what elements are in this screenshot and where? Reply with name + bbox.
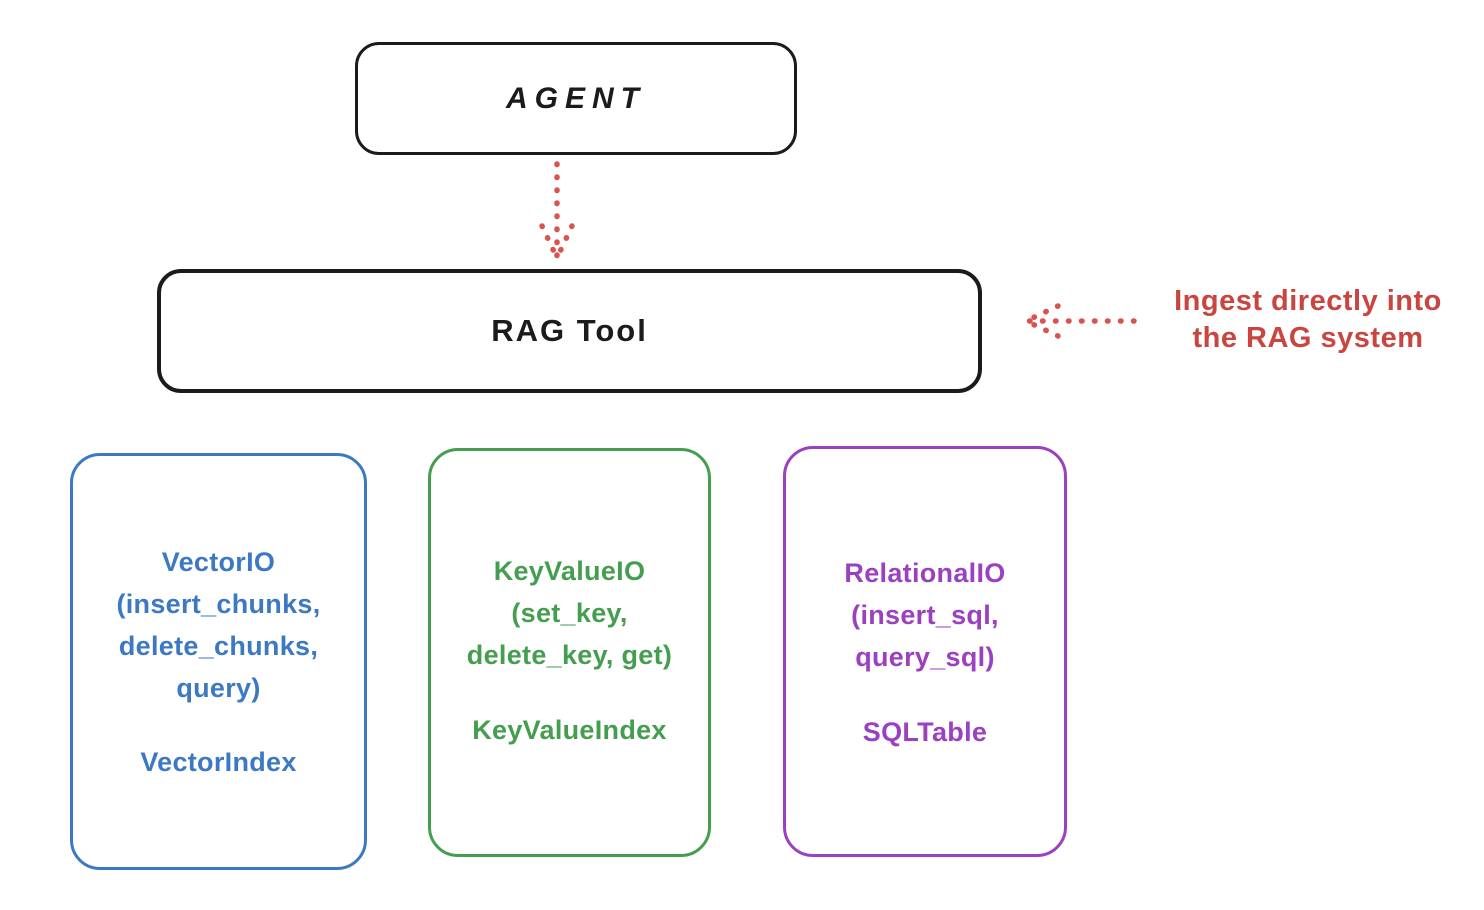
rag-tool-box: RAG Tool [157,269,982,393]
vector-io-methods: VectorIO (insert_chunks, delete_chunks, … [116,547,321,703]
vector-index-label: VectorIndex [140,747,297,778]
keyvalue-index-label: KeyValueIndex [472,714,667,745]
keyvalue-io-methods: KeyValueIO (set_key, delete_key, get) [466,556,673,670]
agent-box: AGENT [355,42,797,155]
dotted-down-arrow-icon [539,161,575,261]
agent-label: AGENT [506,81,646,115]
relational-io-box: RelationalIO (insert_sql, query_sql) SQL… [783,446,1067,857]
rag-tool-label: RAG Tool [491,313,648,348]
keyvalue-io-box: KeyValueIO (set_key, delete_key, get) Ke… [428,448,711,857]
vector-io-box: VectorIO (insert_chunks, delete_chunks, … [70,453,367,870]
ingest-annotation: Ingest directly into the RAG system [1174,285,1442,355]
dotted-left-arrow-icon [1023,303,1137,339]
sql-table-label: SQLTable [862,716,988,747]
relational-io-methods: RelationalIO (insert_sql, query_sql) [844,558,1006,672]
